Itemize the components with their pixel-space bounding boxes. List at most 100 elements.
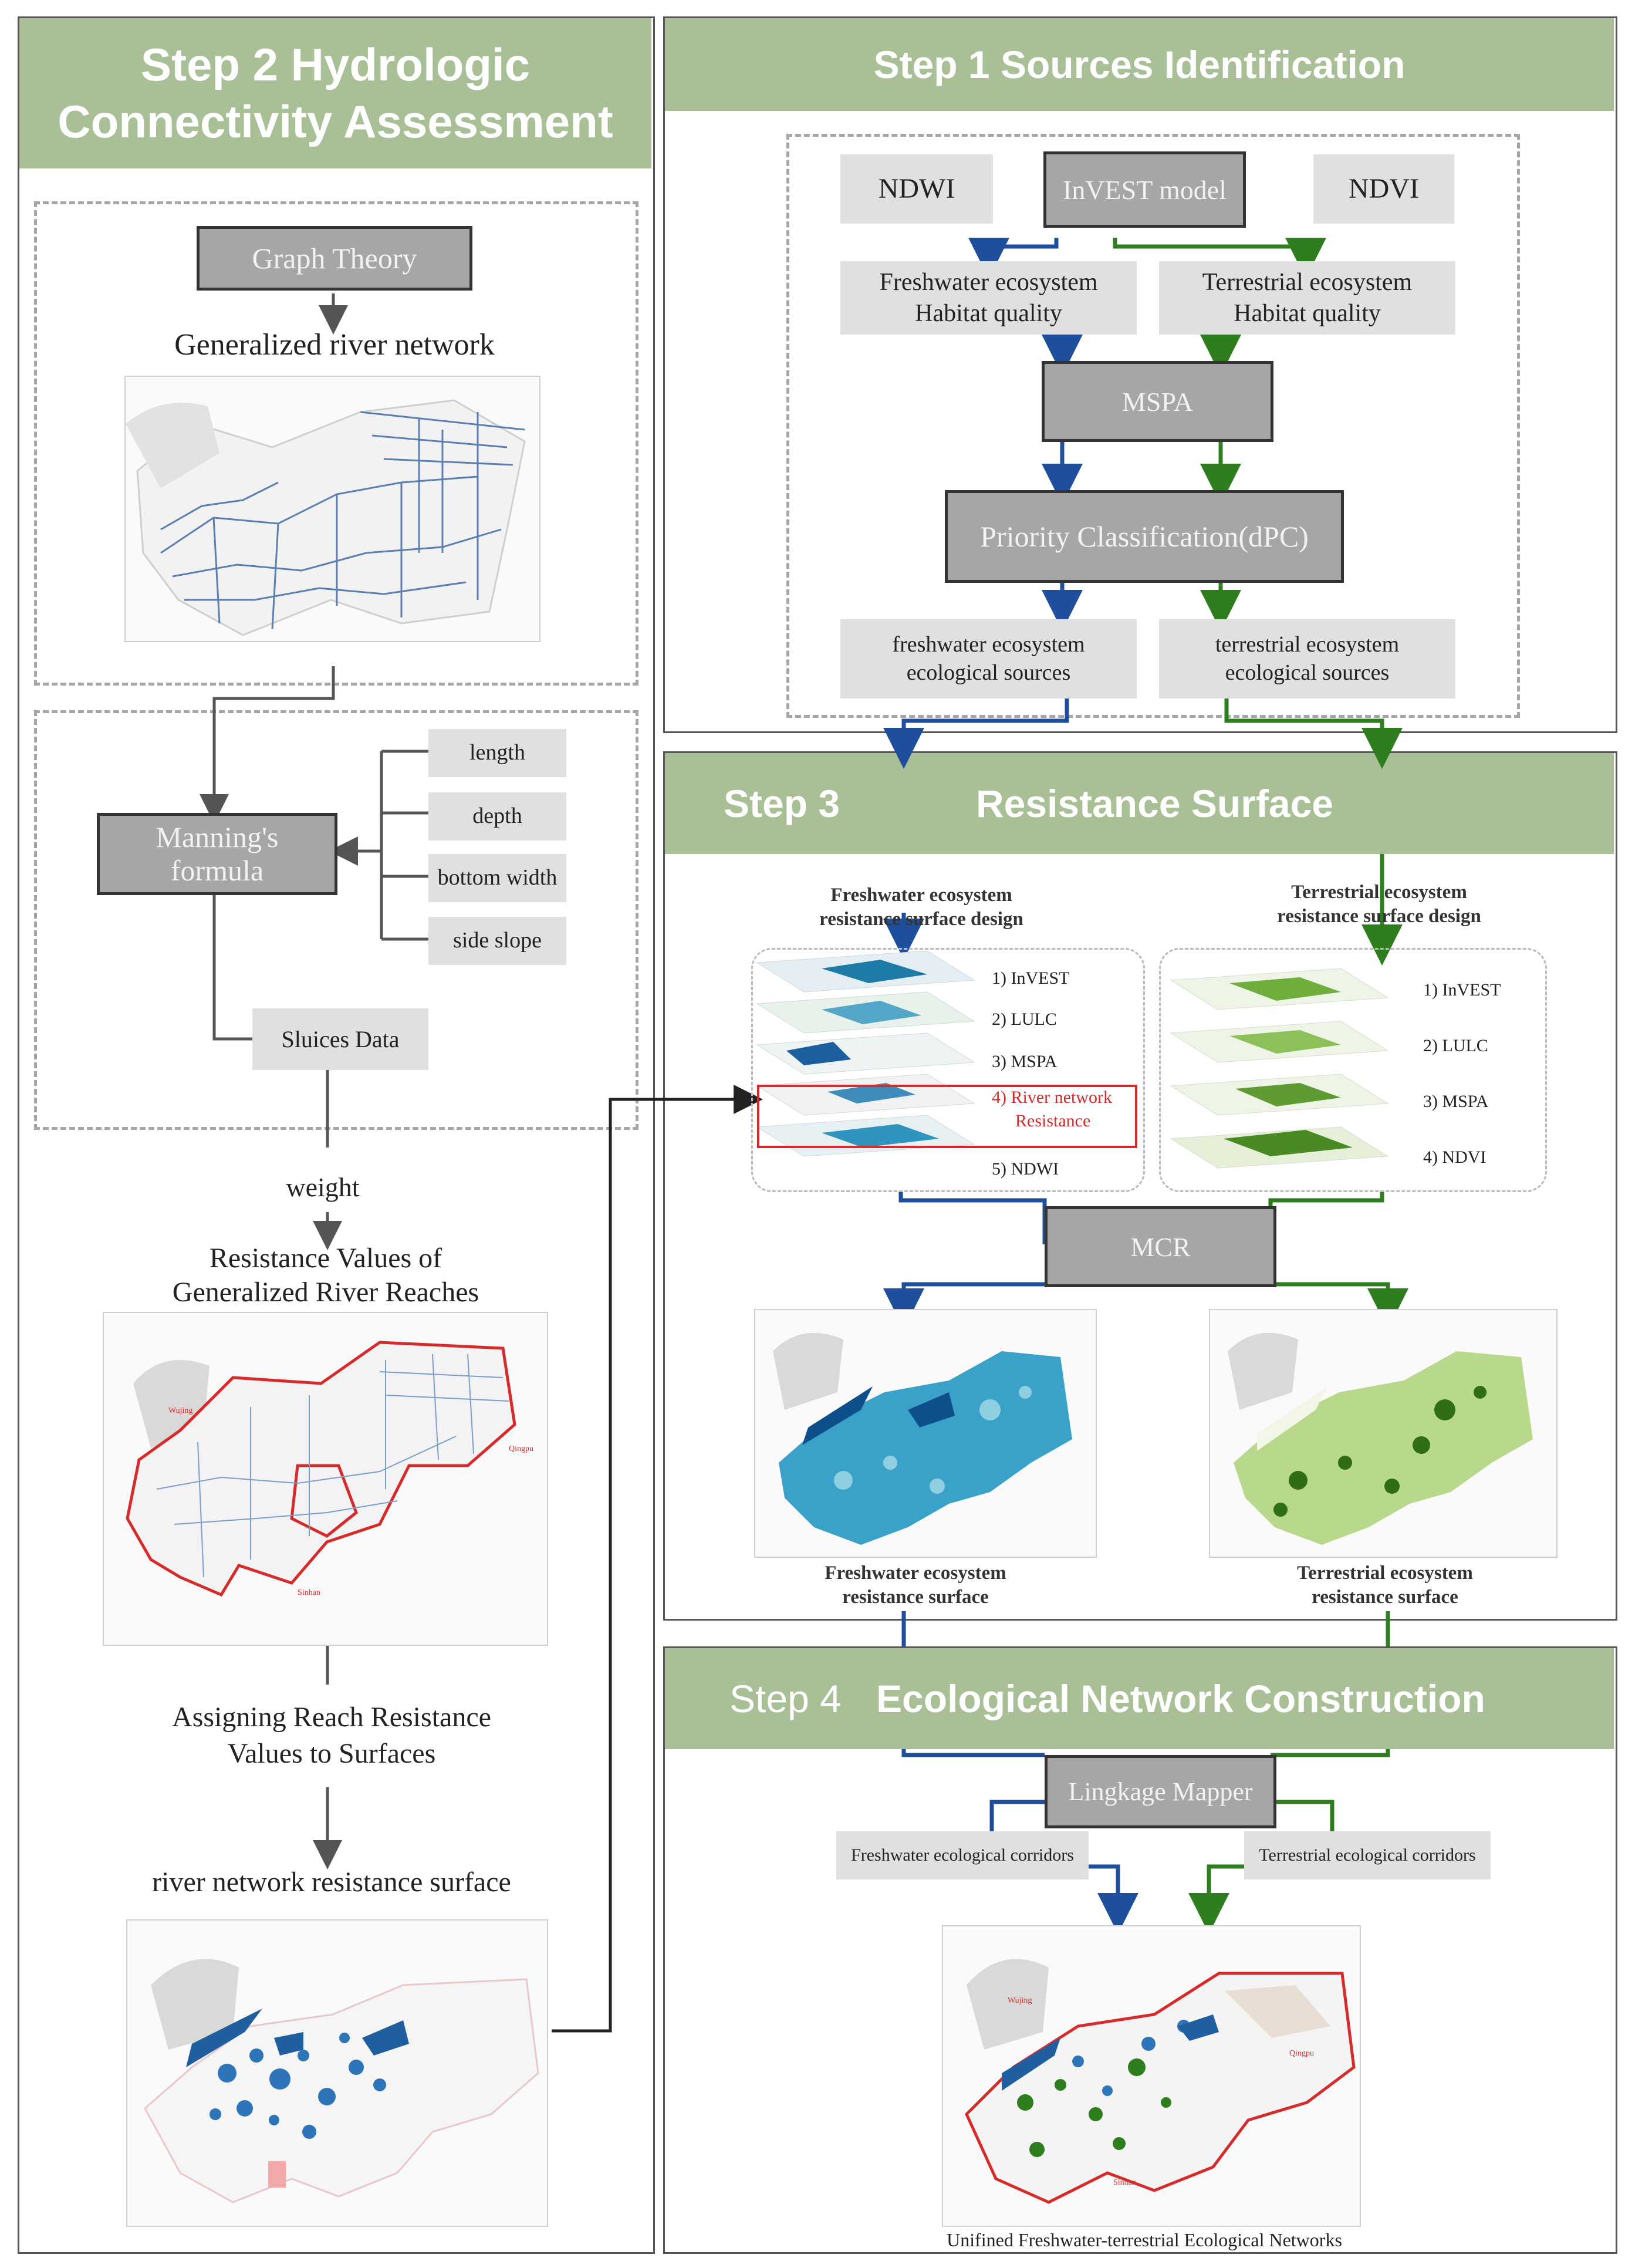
fw-layer-4: 4) River network bbox=[992, 1088, 1112, 1107]
generalized-network-map bbox=[124, 376, 540, 642]
fw-layer-3: 3) MSPA bbox=[992, 1052, 1058, 1071]
dpc-box: Priority Classification(dPC) bbox=[945, 490, 1344, 583]
invest-model-label: InVEST model bbox=[1063, 174, 1227, 205]
ndwi-box: NDWI bbox=[840, 154, 993, 224]
river-surface-map bbox=[126, 1919, 548, 2227]
assigning-line1: Assigning Reach Resistance bbox=[172, 1702, 491, 1733]
step2-title-line2: Connectivity Assessment bbox=[58, 96, 613, 147]
tr-surface-line2: resistance surface bbox=[1312, 1587, 1458, 1608]
step4-title: Step 4 Ecological Network Construction bbox=[665, 1648, 1614, 1749]
fw-design-line2: resistance surface design bbox=[819, 909, 1023, 930]
fw-layer-1: 1) InVEST bbox=[992, 968, 1070, 988]
tr-layer-4: 4) NDVI bbox=[1423, 1148, 1487, 1167]
graph-theory-box: Graph Theory bbox=[197, 226, 472, 291]
step2-title: Step 2 Hydrologic Connectivity Assessmen… bbox=[19, 18, 651, 168]
step3-label: Step 3 bbox=[724, 782, 840, 825]
step1-title: Step 1 Sources Identification bbox=[665, 18, 1614, 111]
fw-design-label: Freshwater ecosystem resistance surface … bbox=[781, 883, 1062, 932]
step4-label: Step 4 bbox=[729, 1677, 842, 1720]
step3-title-text: Resistance Surface bbox=[976, 782, 1333, 825]
net-label-qingpu: Qingpu bbox=[1289, 2049, 1314, 2058]
manning-group bbox=[34, 710, 638, 1130]
river-surface-label: river network resistance surface bbox=[152, 1867, 511, 1898]
manning-line2: formula bbox=[170, 854, 264, 887]
param-length-label: length bbox=[469, 740, 525, 765]
fw-design-line1: Freshwater ecosystem bbox=[830, 885, 1012, 906]
tr-design-label: Terrestrial ecosystem resistance surface… bbox=[1238, 880, 1520, 929]
tr-layer-2: 2) LULC bbox=[1423, 1036, 1488, 1055]
tr-surface-map-graphic bbox=[1228, 1332, 1533, 1545]
manning-formula-box: Manning's formula bbox=[97, 813, 337, 895]
graph-theory-label: Graph Theory bbox=[252, 242, 417, 275]
map-label-wujing: Wujing bbox=[168, 1406, 192, 1415]
param-side-slope: side slope bbox=[428, 917, 566, 965]
ndvi-label: NDVI bbox=[1349, 173, 1419, 204]
dpc-label: Priority Classification(dPC) bbox=[980, 520, 1309, 553]
tr-design-line2: resistance surface design bbox=[1277, 906, 1481, 927]
fw-layer-4-line2: Resistance bbox=[1015, 1111, 1091, 1130]
fw-surface-map bbox=[754, 1309, 1097, 1558]
fw-layer-graphic bbox=[756, 950, 975, 1157]
net-label-sinhan: Sinhan bbox=[1113, 2178, 1136, 2187]
assigning-label: Assigning Reach Resistance Values to Sur… bbox=[88, 1699, 575, 1773]
linkage-mapper-box: Lingkage Mapper bbox=[1045, 1755, 1276, 1828]
tr-layer-graphic bbox=[1170, 968, 1389, 1169]
sluices-data-box: Sluices Data bbox=[252, 1008, 428, 1070]
fw-corridors-label: Freshwater ecological corridors bbox=[851, 1845, 1074, 1865]
unified-network-caption: Unifined Freshwater-terrestrial Ecologic… bbox=[947, 2229, 1342, 2250]
resistance-values-map: Wujing Qingpu Sinhan bbox=[103, 1312, 548, 1646]
mspa-label: MSPA bbox=[1121, 386, 1194, 417]
fw-surface-map-graphic bbox=[773, 1332, 1072, 1545]
step3-title: Step 3 Resistance Surface bbox=[665, 753, 1614, 854]
fw-layer-2: 2) LULC bbox=[992, 1010, 1057, 1029]
resistance-values-label: Resistance Values of Generalized River R… bbox=[88, 1241, 563, 1309]
tr-surface-map bbox=[1209, 1309, 1558, 1558]
tr-habitat-line1: Terrestrial ecosystem bbox=[1202, 269, 1413, 296]
ndvi-box: NDVI bbox=[1313, 154, 1454, 224]
fw-surface-line1: Freshwater ecosystem bbox=[825, 1562, 1006, 1584]
tr-surface-line1: Terrestrial ecosystem bbox=[1297, 1562, 1473, 1584]
step1-group bbox=[786, 134, 1520, 718]
step4-title-text: Ecological Network Construction bbox=[876, 1677, 1485, 1720]
mcr-label: MCR bbox=[1130, 1231, 1191, 1262]
sluices-data-label: Sluices Data bbox=[281, 1025, 400, 1052]
tr-sources-box: terrestrial ecosystem ecological sources bbox=[1159, 619, 1455, 698]
map-label-qingpu: Qingpu bbox=[509, 1445, 533, 1453]
linkage-mapper-label: Lingkage Mapper bbox=[1068, 1777, 1253, 1806]
manning-line1: Manning's bbox=[156, 820, 279, 853]
step2-title-line1: Step 2 Hydrologic bbox=[140, 38, 531, 90]
fw-habitat-line2: Habitat quality bbox=[915, 299, 1062, 327]
generalized-network-label: Generalized river network bbox=[174, 328, 495, 362]
map-label-sinhan: Sinhan bbox=[298, 1588, 320, 1597]
generalized-network-map-graphic bbox=[126, 399, 526, 636]
net-label-wujing: Wujing bbox=[1008, 1996, 1032, 2005]
param-length: length bbox=[428, 729, 566, 777]
tr-layer-1: 1) InVEST bbox=[1423, 980, 1501, 1000]
tr-layer-stack bbox=[1159, 948, 1547, 1192]
fw-sources-box: freshwater ecosystem ecological sources bbox=[840, 619, 1137, 698]
unified-network-map: Wujing Qingpu Sinhan bbox=[942, 1925, 1361, 2227]
fw-sources-line1: freshwater ecosystem bbox=[892, 632, 1085, 657]
tr-sources-line2: ecological sources bbox=[1225, 660, 1390, 685]
param-bottom-width: bottom width bbox=[428, 854, 566, 902]
tr-layer-3: 3) MSPA bbox=[1423, 1092, 1489, 1111]
fw-surface-line2: resistance surface bbox=[842, 1587, 989, 1608]
fw-layer4-highlight bbox=[757, 1085, 1137, 1148]
assigning-line2: Values to Surfaces bbox=[227, 1738, 436, 1770]
tr-design-line1: Terrestrial ecosystem bbox=[1291, 882, 1467, 903]
fw-corridors-box: Freshwater ecological corridors bbox=[836, 1831, 1089, 1879]
weight-label: weight bbox=[286, 1172, 360, 1202]
fw-habitat-line1: Freshwater ecosystem bbox=[879, 269, 1098, 296]
fw-layer-5: 5) NDWI bbox=[992, 1159, 1059, 1179]
river-surface-map-graphic bbox=[144, 1959, 539, 2203]
tr-corridors-box: Terrestrial ecological corridors bbox=[1244, 1831, 1491, 1879]
invest-model-box: InVEST model bbox=[1043, 151, 1246, 228]
step1-title-text: Step 1 Sources Identification bbox=[873, 43, 1406, 86]
param-bottom-width-label: bottom width bbox=[437, 865, 558, 890]
graph-theory-group bbox=[34, 201, 638, 686]
tr-surface-label: Terrestrial ecosystem resistance surface bbox=[1232, 1561, 1538, 1610]
ndwi-label: NDWI bbox=[878, 173, 955, 204]
fw-habitat-quality-box: Freshwater ecosystem Habitat quality bbox=[840, 261, 1137, 335]
param-side-slope-label: side slope bbox=[453, 928, 542, 953]
tr-corridors-label: Terrestrial ecological corridors bbox=[1259, 1845, 1476, 1865]
